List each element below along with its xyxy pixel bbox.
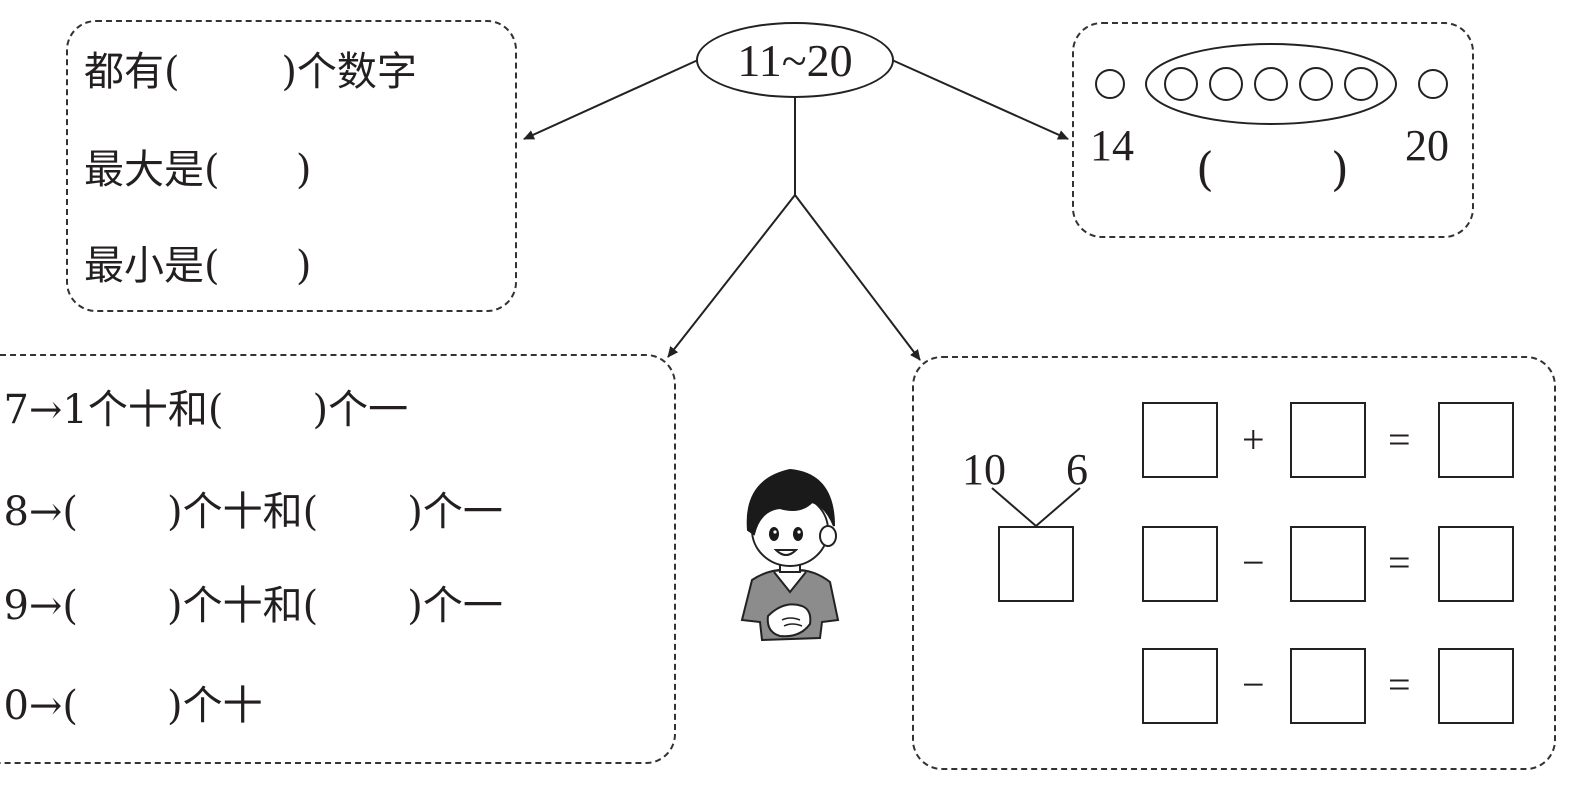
sequence-blank: ( )	[1196, 142, 1349, 196]
box-sequence	[1072, 22, 1474, 238]
arrow-to-top-left	[523, 59, 699, 140]
boy-collar	[773, 571, 807, 594]
boy-hair	[746, 468, 835, 536]
decompose-19: 19→( )个十和( )个一	[0, 583, 503, 629]
min-question: 最小是( )	[84, 243, 312, 289]
eq2-box-result[interactable]	[1438, 526, 1514, 602]
circle-19	[1344, 67, 1378, 101]
decompose-17: 17→1个十和( )个一	[0, 387, 409, 433]
decompose-20: 20→( )个十	[0, 683, 263, 729]
eq3-equals: =	[1388, 662, 1411, 707]
eq3-box-result[interactable]	[1438, 648, 1514, 724]
center-topic-label: 11~20	[737, 34, 853, 86]
eq3-box-a[interactable]	[1142, 648, 1218, 724]
decompose-18: 18→( )个十和( )个一	[0, 489, 503, 535]
eq1-operator: +	[1242, 417, 1265, 462]
eq2-equals: =	[1388, 540, 1411, 585]
arrow-to-bottom-left	[667, 194, 796, 358]
count-question: 都有( )个数字	[84, 49, 417, 95]
sequence-end-number: 20	[1405, 121, 1449, 170]
split-right-number: 6	[1066, 445, 1088, 494]
eq2-box-a[interactable]	[1142, 526, 1218, 602]
sequence-circles	[1095, 43, 1448, 125]
eq1-box-a[interactable]	[1142, 402, 1218, 478]
box-tens-ones	[0, 354, 676, 764]
group-ellipse	[1145, 43, 1397, 125]
circle-14	[1095, 69, 1125, 99]
box-split-equations	[912, 356, 1556, 770]
circle-20	[1418, 69, 1448, 99]
arrow-to-bottom-right	[794, 194, 921, 361]
circle-15	[1164, 67, 1198, 101]
eq1-box-b[interactable]	[1290, 402, 1366, 478]
boy-illustration	[740, 468, 840, 642]
eq1-equals: =	[1388, 417, 1411, 462]
split-left-number: 10	[962, 445, 1006, 494]
arrow-to-top-right	[891, 59, 1069, 140]
eq2-box-b[interactable]	[1290, 526, 1366, 602]
boy-eye-left	[769, 527, 779, 541]
circle-16	[1209, 67, 1243, 101]
center-topic-ellipse: 11~20	[696, 22, 894, 98]
max-question: 最大是( )	[84, 147, 312, 193]
eq1-box-result[interactable]	[1438, 402, 1514, 478]
circle-17	[1254, 67, 1288, 101]
eq2-operator: −	[1242, 540, 1265, 585]
circle-18	[1299, 67, 1333, 101]
eq3-operator: −	[1242, 662, 1265, 707]
sequence-start-number: 14	[1090, 121, 1134, 170]
box-count-max-min	[66, 20, 517, 312]
split-lines	[991, 487, 1081, 527]
eq3-box-b[interactable]	[1290, 648, 1366, 724]
boy-hand	[766, 603, 812, 638]
boy-eye-right	[793, 527, 803, 541]
boy-mouth	[773, 549, 799, 556]
split-total-box[interactable]	[998, 526, 1074, 602]
